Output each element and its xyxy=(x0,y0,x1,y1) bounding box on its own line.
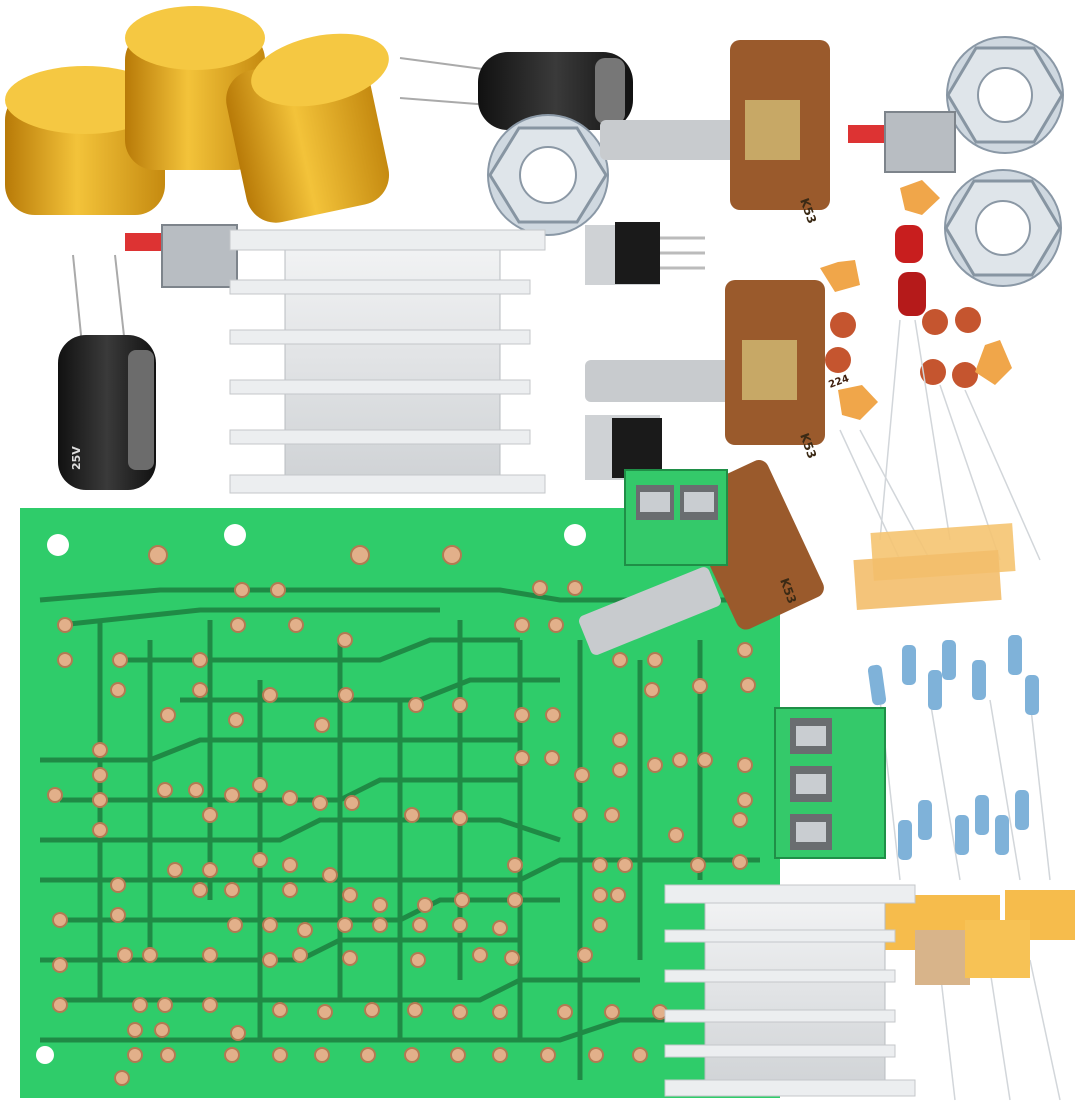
ceramic-capacitor xyxy=(838,385,878,420)
resistor xyxy=(902,645,916,685)
film-capacitor xyxy=(915,930,970,985)
solder-pads xyxy=(47,545,756,1086)
knob-group xyxy=(5,6,390,223)
resistor xyxy=(1008,635,1022,675)
knob xyxy=(125,6,265,170)
resistor xyxy=(918,800,932,840)
ceramic-capacitor xyxy=(900,180,940,215)
electrolytic-capacitor-top xyxy=(399,52,633,130)
terminal-block-3pin xyxy=(774,707,886,859)
resistor xyxy=(898,820,912,860)
potentiometer-top: K53 xyxy=(600,40,830,225)
potentiometer-middle: K53 xyxy=(585,280,825,460)
resistor xyxy=(1015,790,1029,830)
ceramic-capacitor xyxy=(952,362,978,388)
ceramic-capacitor xyxy=(820,260,860,292)
capacitor-voltage-marking: 25V xyxy=(70,446,83,470)
regulator-ic-top xyxy=(585,222,705,285)
mounting-holes xyxy=(36,524,586,1064)
resistor xyxy=(867,664,887,706)
nut-washer xyxy=(944,169,1062,287)
knob xyxy=(226,33,390,223)
pcb-board xyxy=(20,508,780,1098)
ceramic-capacitor xyxy=(830,312,856,338)
resistor xyxy=(1025,675,1039,715)
ceramic-capacitor xyxy=(955,307,981,333)
push-switch-left xyxy=(125,224,238,288)
terminal-block-2pin xyxy=(624,469,728,566)
ceramic-capacitor xyxy=(920,359,946,385)
resistor xyxy=(955,815,969,855)
nut-washer-group xyxy=(487,36,1064,287)
film-capacitor-group xyxy=(853,523,1075,985)
red-led xyxy=(895,225,923,263)
resistor xyxy=(972,660,986,700)
heatsink-bottom xyxy=(664,884,916,1097)
electrolytic-capacitor-left xyxy=(58,254,156,490)
red-led xyxy=(898,272,926,316)
resistor xyxy=(928,670,942,710)
ceramic-capacitor xyxy=(922,309,948,335)
heatsink-top xyxy=(229,229,546,494)
film-capacitor xyxy=(853,549,1002,610)
resistor xyxy=(975,795,989,835)
resistor xyxy=(942,640,956,680)
nut-washer xyxy=(946,36,1064,154)
resistor-group xyxy=(867,635,1039,860)
ceramic-capacitor xyxy=(825,347,851,373)
push-switch-top xyxy=(848,111,956,173)
ceramic-capacitor-group: 224 xyxy=(820,180,1012,420)
led-group xyxy=(895,225,926,316)
film-capacitor xyxy=(965,920,1030,978)
resistor xyxy=(995,815,1009,855)
ceramic-capacitor xyxy=(975,340,1012,385)
nut-washer xyxy=(487,114,609,236)
